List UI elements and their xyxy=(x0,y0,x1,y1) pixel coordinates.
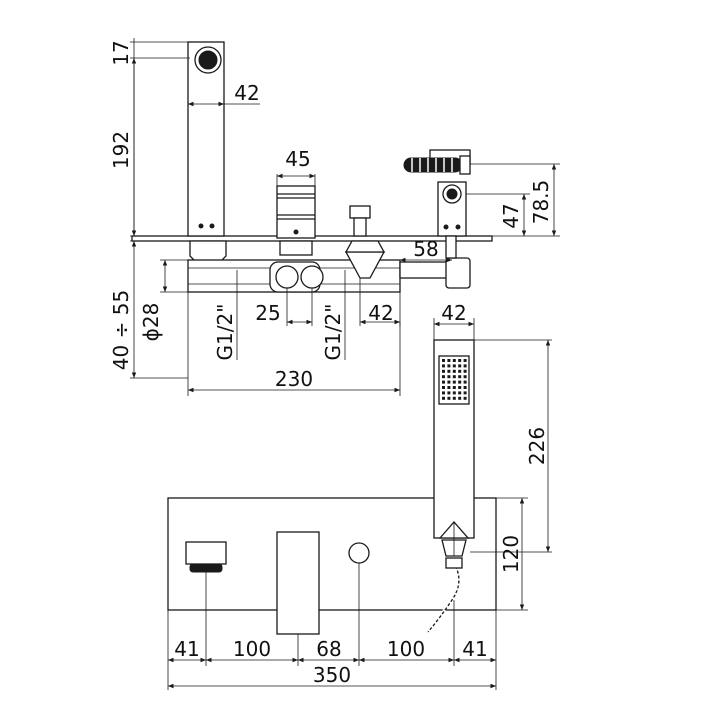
nozzle xyxy=(463,375,467,379)
dim-spout-depth: 42 xyxy=(234,81,259,105)
nozzle xyxy=(452,364,456,368)
holder-outlet xyxy=(399,257,471,289)
hose-front xyxy=(426,557,463,634)
dim-front-100-left: 100 xyxy=(233,637,271,661)
nozzle xyxy=(463,391,467,395)
nozzle xyxy=(447,359,451,362)
dim-diverter-width: 45 xyxy=(285,147,310,171)
dim-holder-offset: 58 xyxy=(413,237,438,261)
diverter-body xyxy=(276,185,316,256)
nozzle xyxy=(463,364,467,368)
spout-outlet-front xyxy=(185,541,227,573)
nozzle xyxy=(452,369,456,373)
nozzle xyxy=(442,364,445,368)
nozzle xyxy=(452,391,456,395)
dim-inlet-right: G1/2" xyxy=(321,304,345,361)
dim-front-41-left: 41 xyxy=(174,637,199,661)
nozzle xyxy=(452,386,456,389)
nozzle xyxy=(442,380,445,384)
nozzle xyxy=(463,386,467,389)
nozzle xyxy=(452,359,456,362)
dim-wall-range: 40 ÷ 55 xyxy=(109,290,133,370)
dim-box-width: 230 xyxy=(275,367,313,391)
nozzle xyxy=(463,380,467,384)
dim-holder-height-outer: 78.5 xyxy=(529,180,553,225)
nozzle xyxy=(463,396,467,400)
dim-plate-width: 350 xyxy=(313,663,351,687)
dim-handshower-width: 42 xyxy=(441,301,466,325)
dim-handshower-length: 226 xyxy=(525,427,549,465)
nozzle xyxy=(452,396,456,400)
nozzle xyxy=(458,369,462,373)
nozzle xyxy=(458,364,462,368)
side-view: 17 192 42 45 78.5 47 58 40 ÷ 55 ϕ28 G1/2… xyxy=(109,38,560,396)
spout xyxy=(187,41,225,237)
nozzle xyxy=(458,386,462,389)
nozzle xyxy=(442,359,445,362)
nozzle xyxy=(452,380,456,384)
lever-handle-front xyxy=(276,531,320,635)
nozzle xyxy=(458,359,462,362)
nozzle xyxy=(452,375,456,379)
nozzle xyxy=(447,386,451,389)
front-view: 42 226 120 41 100 68 100 41 350 xyxy=(167,301,552,690)
dim-spout-height: 192 xyxy=(109,131,133,169)
dim-holder-height-inner: 47 xyxy=(499,203,523,228)
dim-inlet-spacing: 25 xyxy=(255,301,280,325)
nozzle xyxy=(447,380,451,384)
nozzle xyxy=(447,391,451,395)
diverter-knob-front xyxy=(348,542,370,564)
hand-shower xyxy=(433,339,475,557)
dim-pipe-diameter: ϕ28 xyxy=(139,303,163,342)
dim-spout-top: 17 xyxy=(109,40,133,65)
hose-coil-side xyxy=(403,149,471,175)
nozzle xyxy=(447,364,451,368)
valve-cartridge xyxy=(344,205,386,279)
inlet-connectors xyxy=(269,261,324,293)
dim-plate-height: 120 xyxy=(499,535,523,573)
nozzle xyxy=(442,391,445,395)
dim-inlet-left: G1/2" xyxy=(213,304,237,361)
dim-valve-width: 42 xyxy=(368,301,393,325)
nozzle xyxy=(458,380,462,384)
dim-front-41-right: 41 xyxy=(462,637,487,661)
dim-front-68: 68 xyxy=(316,637,341,661)
nozzle xyxy=(447,369,451,373)
nozzle xyxy=(442,369,445,373)
nozzle xyxy=(442,375,445,379)
holder-side xyxy=(437,181,467,259)
nozzle xyxy=(463,369,467,373)
nozzle xyxy=(442,396,445,400)
dim-front-100-right: 100 xyxy=(387,637,425,661)
nozzle xyxy=(458,396,462,400)
nozzle xyxy=(458,391,462,395)
nozzle xyxy=(447,396,451,400)
nozzle xyxy=(458,375,462,379)
nozzle xyxy=(447,375,451,379)
nozzle xyxy=(442,386,445,389)
nozzle xyxy=(463,359,467,362)
